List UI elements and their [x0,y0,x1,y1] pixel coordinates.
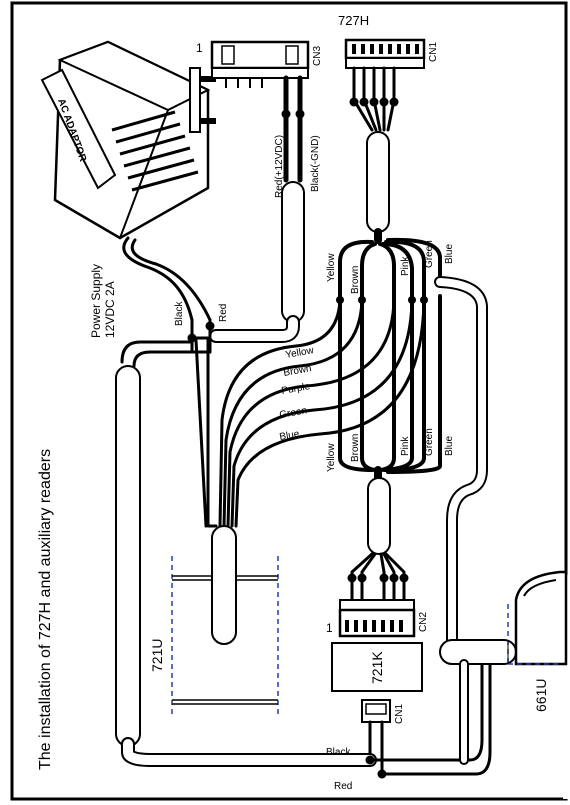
cn1-label: CN1 [428,42,439,62]
bottom-red-label: Red [334,781,352,792]
label-brown-fan: Brown [283,363,313,379]
label-brown-bottom: Brown [350,434,361,462]
adapter-red-label: Red [218,304,229,322]
cn1-wire-bundle [349,66,399,233]
controller-model: 727H [338,13,369,28]
label-blue-fan: Blue [279,429,301,443]
label-yellow-top: Yellow [326,253,337,282]
upper-splitter [336,228,444,442]
reader-661u [507,570,568,666]
main-power-cable [115,340,492,779]
reader-721k-cn2 [338,599,416,638]
bottom-black-label: Black [326,747,351,758]
label-pink-top: Pink [400,256,411,276]
power-supply-caption: Power Supply [89,264,103,338]
cn1-connector [344,38,426,69]
reader-661u-model: 661U [533,679,549,712]
cn2-pin1: 1 [326,621,333,635]
reader-721u [171,525,279,718]
power-wires [209,75,305,343]
reader-721u-wires [218,298,426,528]
ac-adapter [40,40,216,322]
reader-721k-cn1-label: CN1 [394,704,405,724]
label-green-fan: Green [279,405,308,421]
label-green-top: Green [424,240,435,268]
label-brown-top: Brown [350,266,361,294]
power-supply-rating: 12VDC 2A [103,281,117,338]
reader-721k-cn1 [361,699,391,776]
adapter-black-label: Black [174,301,185,326]
label-yellow-bottom: Yellow [326,443,337,472]
label-blue-top: Blue [444,244,455,264]
black-gnd-label: Black(-GND) [310,135,321,192]
red-plus12-label: Red(+12VDC) [274,135,285,198]
reader-721u-model: 721U [149,639,165,672]
reader-721k-box [331,642,423,692]
lower-splitter [338,294,442,602]
cn3-label: CN3 [312,46,323,66]
label-blue-bottom: Blue [444,436,455,456]
label-green-bottom: Green [424,428,435,456]
reader-661u-cable [434,276,517,765]
frame-border [10,1,568,801]
cn2-label: CN2 [418,612,429,632]
label-pink-bottom: Pink [400,436,411,456]
reader-721k-model: 721K [369,651,385,684]
page-title: The installation of 727H and auxiliary r… [37,449,54,770]
label-yellow-fan: Yellow [285,345,316,361]
label-purple-fan: Purple [281,381,312,397]
adapter-power-junction [187,318,218,528]
cn3-connector [210,40,310,88]
cn3-pin1: 1 [196,41,203,55]
